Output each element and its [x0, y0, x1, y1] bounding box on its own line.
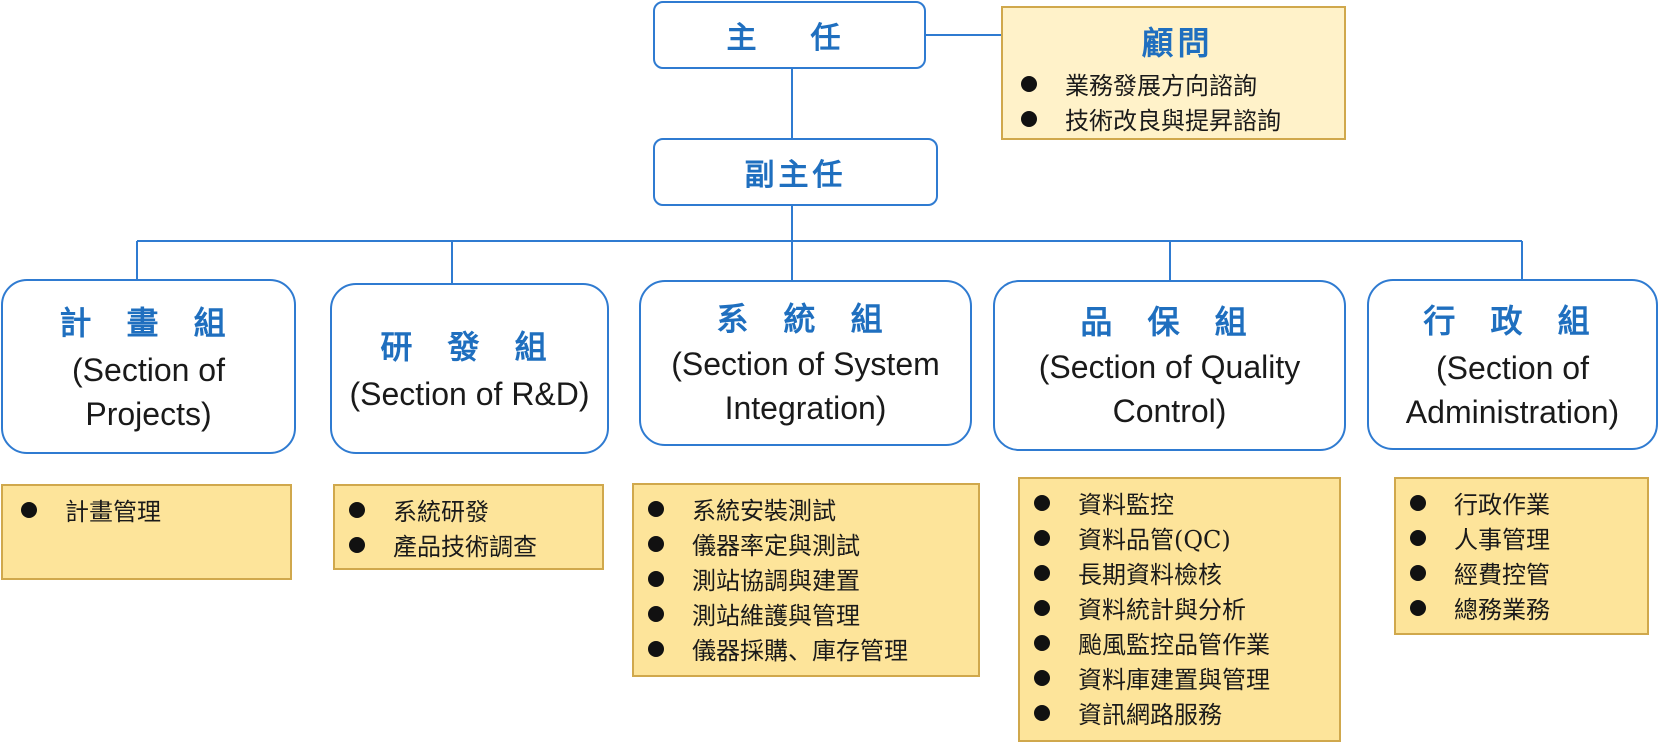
bullet-icon: [1410, 529, 1426, 546]
bullet-icon: [21, 501, 37, 518]
duty-item: 儀器率定與測試: [648, 526, 968, 561]
bullet-icon: [648, 535, 664, 552]
duty-label: 計畫管理: [65, 498, 161, 526]
duty-item: 人事管理: [1410, 520, 1637, 555]
section-box-admin: 行 政 組 (Section of Administration): [1367, 279, 1658, 450]
duty-label: 人事管理: [1454, 526, 1550, 554]
bullet-icon: [1021, 75, 1037, 92]
bullet-icon: [1034, 634, 1050, 651]
duty-item: 測站維護與管理: [648, 596, 968, 631]
duty-label: 資料統計與分析: [1078, 596, 1246, 624]
bullet-icon: [1034, 564, 1050, 581]
duty-item: 資料庫建置與管理: [1034, 660, 1329, 695]
director-box: 主 任: [653, 1, 926, 69]
bullet-icon: [1034, 599, 1050, 616]
duty-item: 系統安裝測試: [648, 491, 968, 526]
advisor-item: 技術改良與提昇諮詢: [1021, 101, 1334, 136]
advisor-item-label: 技術改良與提昇諮詢: [1065, 107, 1281, 135]
section-title-en: Integration): [724, 390, 887, 426]
section-title-en: (Section of System: [671, 346, 940, 382]
section-box-rd: 研 發 組 (Section of R&D): [330, 283, 609, 454]
duty-label: 資料監控: [1078, 491, 1174, 519]
duty-item: 經費控管: [1410, 555, 1637, 590]
duty-item: 儀器採購、庫存管理: [648, 631, 968, 666]
duty-label: 長期資料檢核: [1078, 561, 1222, 589]
duty-box-rd: 系統研發 產品技術調查: [333, 484, 604, 570]
section-title-en: (Section of: [72, 351, 225, 388]
duty-item: 產品技術調查: [349, 527, 592, 562]
bullet-icon: [648, 640, 664, 657]
bullet-icon: [1021, 110, 1037, 127]
section-title-zh: 系 統 組: [716, 300, 895, 338]
section-title-zh: 品 保 組: [1080, 302, 1259, 341]
duty-item: 資料統計與分析: [1034, 590, 1329, 625]
duty-label: 資訊網路服務: [1078, 701, 1222, 729]
bullet-icon: [349, 501, 365, 518]
duty-label: 行政作業: [1454, 491, 1550, 519]
deputy-box: 副主任: [653, 138, 938, 206]
duty-box-system: 系統安裝測試 儀器率定與測試 測站協調與建置 測站維護與管理 儀器採購、庫存管理: [632, 483, 980, 677]
duty-label: 總務業務: [1454, 596, 1550, 624]
duty-item: 資料監控: [1034, 485, 1329, 520]
section-title-en: Control): [1112, 392, 1227, 429]
bullet-icon: [1034, 494, 1050, 511]
director-title: 主 任: [726, 21, 853, 56]
section-title-en: (Section of: [1436, 349, 1589, 386]
duty-label: 系統研發: [393, 498, 489, 526]
duty-item: 颱風監控品管作業: [1034, 625, 1329, 660]
bullet-icon: [1410, 494, 1426, 511]
duty-item: 行政作業: [1410, 485, 1637, 520]
section-box-system: 系 統 組 (Section of System Integration): [639, 280, 972, 446]
advisor-item-label: 業務發展方向諮詢: [1065, 72, 1257, 100]
section-title-en: Administration): [1405, 393, 1620, 430]
advisor-title: 顧問: [1141, 24, 1214, 62]
duty-label: 儀器採購、庫存管理: [692, 637, 908, 665]
section-title-zh: 計 畫 組: [59, 303, 238, 342]
duty-item: 總務業務: [1410, 590, 1637, 625]
duty-item: 計畫管理: [21, 492, 280, 527]
bullet-icon: [648, 605, 664, 622]
duty-label: 儀器率定與測試: [692, 532, 860, 560]
duty-label: 系統安裝測試: [692, 497, 836, 525]
duty-box-admin: 行政作業 人事管理 經費控管 總務業務: [1394, 477, 1649, 635]
section-box-projects: 計 畫 組 (Section of Projects): [1, 279, 296, 454]
duty-item: 資料品管(QC): [1034, 520, 1329, 555]
duty-label: 颱風監控品管作業: [1078, 631, 1270, 659]
advisor-box: 顧問 業務發展方向諮詢 技術改良與提昇諮詢: [1001, 6, 1346, 140]
advisor-item: 業務發展方向諮詢: [1021, 66, 1334, 101]
section-title-en: (Section of Quality: [1038, 348, 1301, 385]
bullet-icon: [349, 536, 365, 553]
duty-label: 測站協調與建置: [692, 567, 860, 595]
deputy-title: 副主任: [744, 158, 847, 193]
duty-label: 資料品管(QC): [1078, 526, 1231, 554]
bullet-icon: [1410, 599, 1426, 616]
bullet-icon: [1034, 704, 1050, 721]
section-title-zh: 行 政 組: [1423, 301, 1602, 340]
duty-label: 經費控管: [1454, 561, 1550, 589]
section-box-qc: 品 保 組 (Section of Quality Control): [993, 280, 1346, 451]
duty-item: 資訊網路服務: [1034, 695, 1329, 730]
bullet-icon: [1034, 669, 1050, 686]
duty-label: 測站維護與管理: [692, 602, 860, 630]
duty-box-projects: 計畫管理: [1, 484, 292, 580]
section-title-en: Projects): [85, 395, 212, 432]
duty-label: 資料庫建置與管理: [1078, 666, 1270, 694]
bullet-icon: [1034, 529, 1050, 546]
section-title-en: (Section of R&D): [349, 375, 590, 412]
duty-box-qc: 資料監控 資料品管(QC) 長期資料檢核 資料統計與分析 颱風監控品管作業 資料…: [1018, 477, 1341, 742]
duty-item: 測站協調與建置: [648, 561, 968, 596]
duty-item: 系統研發: [349, 492, 592, 527]
section-title-zh: 研 發 組: [380, 327, 559, 366]
bullet-icon: [648, 500, 664, 517]
duty-item: 長期資料檢核: [1034, 555, 1329, 590]
bullet-icon: [1410, 564, 1426, 581]
bullet-icon: [648, 570, 664, 587]
duty-label: 產品技術調查: [393, 533, 537, 561]
